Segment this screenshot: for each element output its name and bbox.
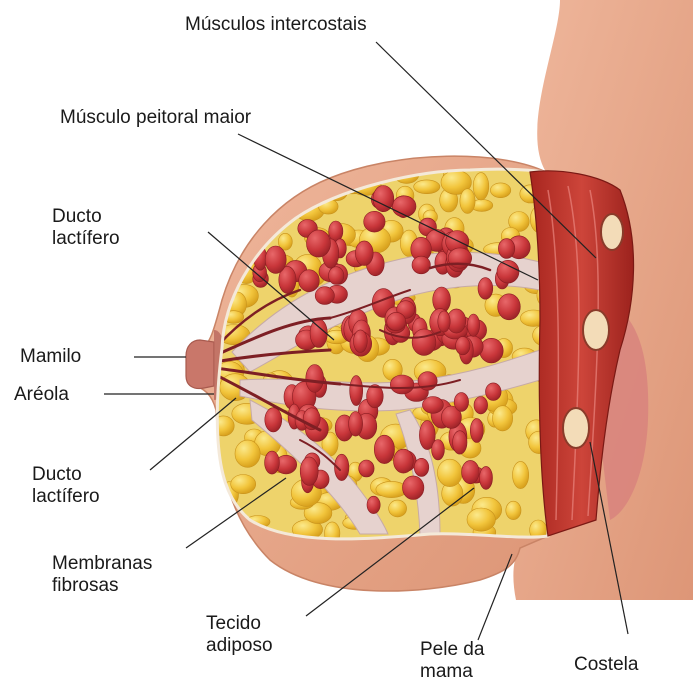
label-mamilo: Mamilo	[20, 346, 81, 368]
gland-lobule	[307, 230, 331, 257]
gland-lobule	[480, 466, 493, 489]
gland-lobule	[470, 419, 483, 443]
gland-lobule	[480, 338, 504, 363]
gland-lobule	[306, 365, 324, 393]
fat-lobule	[224, 218, 240, 241]
gland-lobule	[387, 312, 406, 330]
nipple	[186, 340, 214, 389]
gland-lobule	[412, 329, 436, 355]
fat-lobule	[235, 440, 260, 467]
gland-lobule	[454, 393, 468, 412]
gland-lobule	[329, 221, 343, 241]
gland-lobule	[422, 397, 443, 414]
gland-lobule	[355, 241, 373, 266]
fat-lobule	[513, 461, 529, 488]
label-musculos-intercostais: Músculos intercostais	[185, 14, 367, 36]
gland-lobule	[364, 211, 385, 232]
gland-lobule	[329, 267, 344, 285]
gland-lobule	[453, 431, 467, 454]
gland-lobule	[478, 278, 493, 300]
fat-lobule	[506, 501, 521, 519]
gland-lobule	[315, 287, 334, 305]
gland-lobule	[310, 319, 327, 348]
label-tecido-adiposo: Tecido adiposo	[206, 613, 273, 657]
gland-lobule	[265, 246, 286, 273]
fat-lobule	[221, 204, 243, 219]
fat-lobule	[490, 183, 510, 198]
gland-lobule	[350, 376, 363, 406]
gland-lobule	[300, 457, 318, 486]
fat-lobule	[389, 500, 407, 517]
gland-lobule	[462, 460, 480, 483]
gland-lobule	[349, 412, 363, 437]
gland-lobule	[367, 496, 380, 513]
label-ducto-lactifero-bottom: Ducto lactífero	[32, 464, 100, 508]
fat-lobule	[460, 189, 475, 214]
gland-lobule	[265, 451, 280, 474]
rib-1	[601, 214, 623, 250]
gland-lobule	[438, 311, 450, 332]
gland-lobule	[265, 408, 282, 432]
gland-lobule	[299, 270, 320, 292]
gland-lobule	[456, 337, 470, 355]
fat-lobule	[473, 173, 489, 200]
fat-lobule	[437, 459, 462, 486]
rib-3	[563, 408, 589, 448]
gland-lobule	[486, 383, 502, 401]
gland-lobule	[403, 476, 424, 500]
label-musculo-peitoral-maior: Músculo peitoral maior	[60, 107, 251, 129]
label-pele-da-mama: Pele da mama	[420, 639, 484, 683]
fat-lobule	[493, 406, 513, 431]
gland-lobule	[474, 397, 488, 414]
gland-lobule	[467, 314, 479, 336]
gland-lobule	[414, 458, 429, 476]
gland-lobule	[374, 435, 394, 463]
fat-lobule	[213, 187, 238, 209]
gland-lobule	[394, 449, 414, 473]
gland-lobule	[390, 375, 414, 394]
fat-lobule	[414, 180, 440, 194]
gland-lobule	[354, 330, 368, 353]
rib-2	[583, 310, 609, 350]
label-ducto-lactifero-top: Ducto lactífero	[52, 206, 120, 250]
fat-lobule	[222, 191, 242, 217]
gland-lobule	[392, 196, 416, 217]
label-membranas-fibrosas: Membranas fibrosas	[52, 553, 152, 597]
fat-lobule	[277, 165, 304, 181]
fat-lobule	[223, 169, 239, 185]
label-areola: Aréola	[14, 384, 69, 406]
gland-lobule	[359, 460, 374, 477]
fat-lobule	[219, 517, 242, 541]
gland-lobule	[497, 260, 519, 283]
gland-lobule	[498, 239, 514, 259]
gland-lobule	[498, 294, 521, 320]
cut-section	[200, 150, 560, 570]
label-costela: Costela	[574, 654, 638, 676]
fat-lobule	[467, 508, 495, 531]
fat-lobule	[231, 475, 256, 494]
gland-lobule	[412, 256, 430, 274]
gland-lobule	[432, 440, 445, 460]
